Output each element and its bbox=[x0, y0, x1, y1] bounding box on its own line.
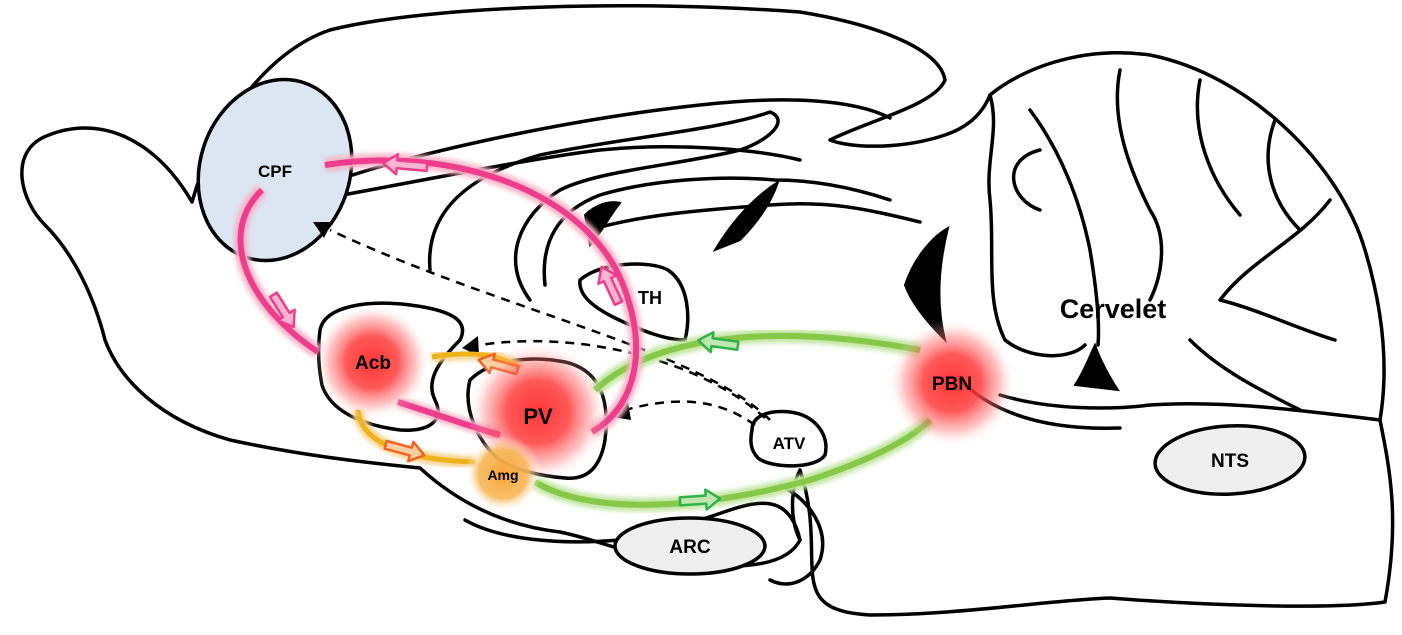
acb-label: Acb bbox=[355, 353, 391, 374]
pbn-label: PBN bbox=[932, 374, 972, 395]
nts-label: NTS bbox=[1211, 451, 1249, 472]
atv-label: ATV bbox=[773, 434, 806, 453]
cpf-label: CPF bbox=[258, 162, 292, 181]
th-label: TH bbox=[638, 288, 662, 308]
pv-label: PV bbox=[523, 404, 553, 429]
amg-label: Amg bbox=[487, 467, 518, 483]
arc-label: ARC bbox=[669, 537, 710, 558]
cervelet-label: Cervelet bbox=[1060, 294, 1167, 324]
